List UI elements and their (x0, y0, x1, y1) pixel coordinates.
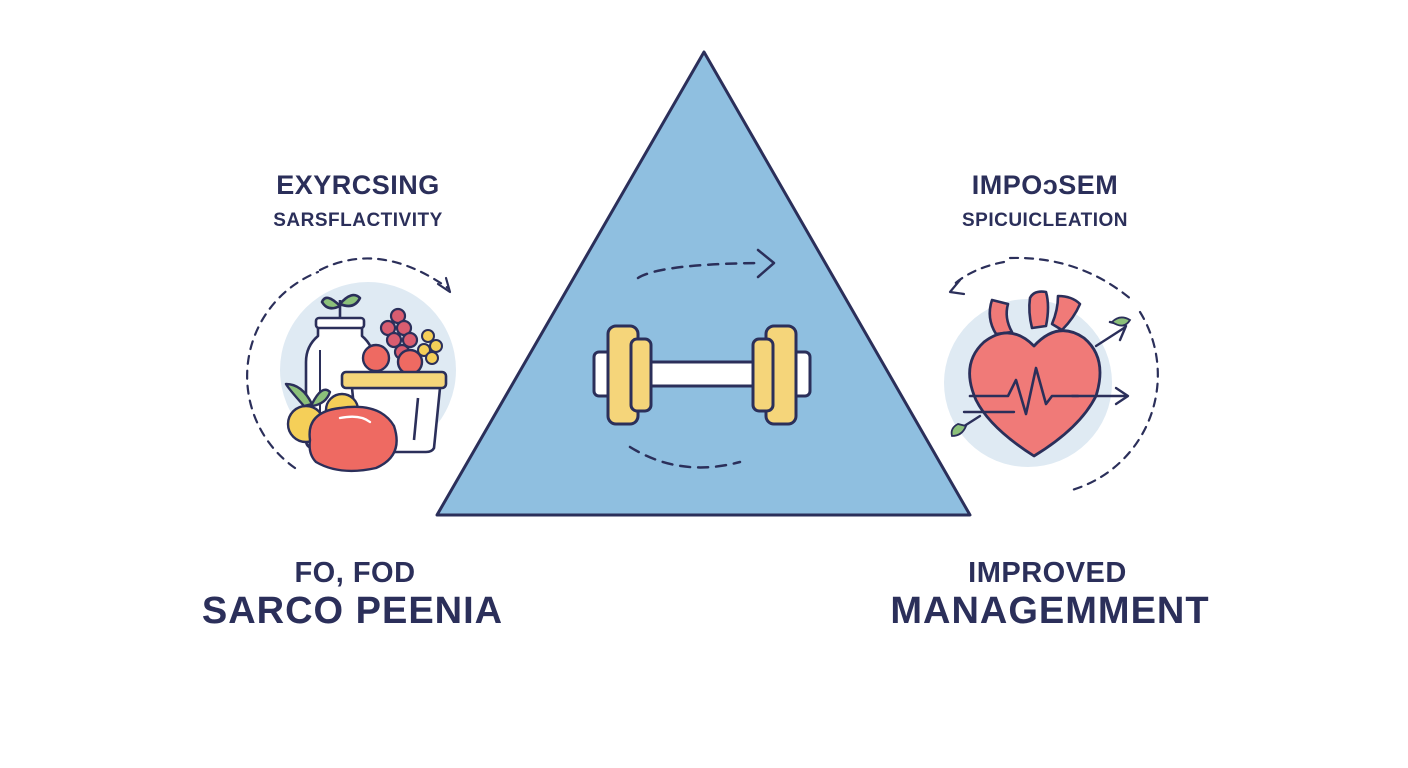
bottom-right-heading: MANAGEMMENT (890, 590, 1210, 632)
left-title: EXYRCSING (276, 170, 440, 200)
cycle-arrow-bottom (628, 445, 742, 469)
dumbbell-icon (592, 324, 812, 426)
right-subtitle: SPICUICLEATION (961, 210, 1129, 231)
healthy-food-icon (246, 257, 456, 473)
right-title: IMPOɔSEM (971, 170, 1119, 200)
bottom-left-label: FO, FOD (294, 557, 416, 589)
heart-health-icon (944, 256, 1159, 492)
central-triangle (435, 50, 972, 517)
left-subtitle: SARSFLACTIVITY (273, 210, 443, 231)
bottom-right-label: IMPROVED (968, 557, 1127, 589)
bottom-left-heading: SARCO PEENIA (201, 590, 504, 632)
cycle-arrow-top (636, 248, 776, 280)
